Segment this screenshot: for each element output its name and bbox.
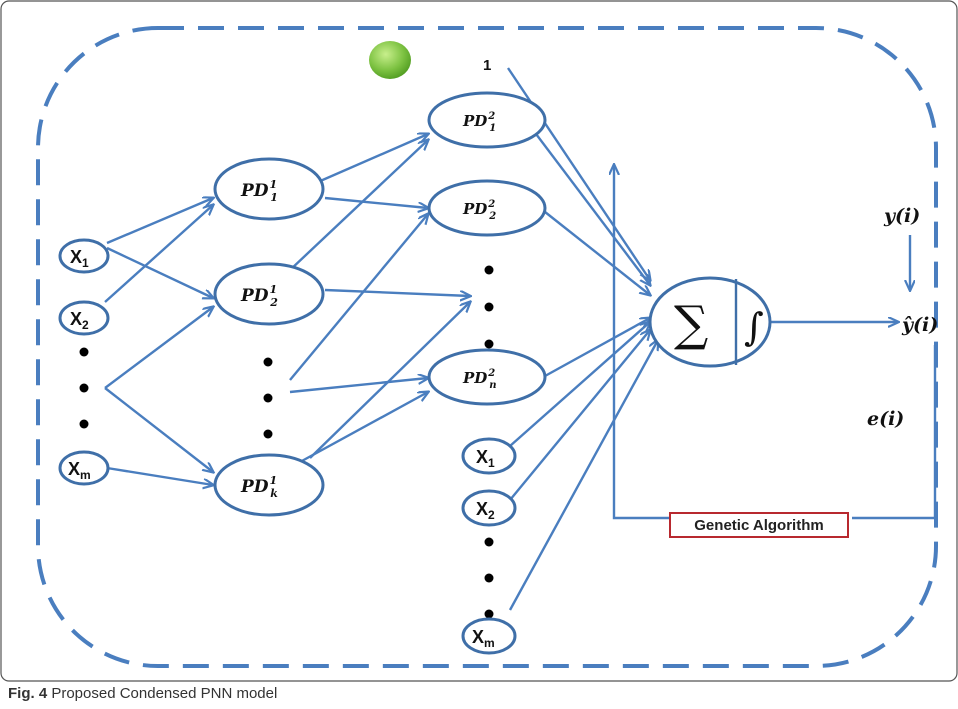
bias-label: 1 — [483, 57, 491, 74]
ellipsis-dots — [79, 265, 494, 619]
integral-symbol: ∫ — [744, 305, 764, 349]
right-input-nodes — [461, 437, 517, 655]
input-node-x2 — [58, 300, 110, 336]
figure-caption: Fig. 4 Proposed Condensed PNN model — [8, 685, 277, 702]
pd-layer1-node-2 — [213, 262, 325, 326]
input-node-x1 — [58, 238, 110, 274]
error-label: e(i) — [867, 408, 904, 430]
input-label-x1: X1 — [70, 247, 89, 270]
caption-label: Fig. 4 — [8, 685, 48, 702]
input-label-x2: X2 — [70, 309, 89, 332]
figure-frame — [0, 0, 958, 682]
pd-layer2-node-2 — [427, 179, 547, 237]
genetic-algorithm-box: Genetic Algorithm — [669, 512, 849, 538]
genetic-algorithm-label: Genetic Algorithm — [694, 516, 824, 534]
input-right-label-x1: X1 — [476, 447, 495, 470]
pd-layer1-node-k — [213, 453, 325, 517]
input-right-label-x2: X2 — [476, 499, 495, 522]
input-node-right-x1 — [461, 437, 517, 475]
summation-node — [648, 276, 772, 368]
layer1-nodes — [213, 157, 325, 517]
layer2-nodes — [427, 91, 547, 406]
input-node-xm — [58, 450, 110, 486]
pd-layer2-node-1 — [427, 91, 547, 149]
pd-layer2-node-n — [427, 348, 547, 406]
pd-layer1-node-1 — [213, 157, 325, 221]
input-node-right-x2 — [461, 489, 517, 527]
target-output-label: y(i) — [883, 205, 920, 227]
sum-symbol: ∑ — [674, 296, 708, 352]
input-right-label-xm: Xm — [472, 627, 495, 650]
estimated-output-label: ŷ(i) — [901, 314, 938, 336]
green-dot-icon — [369, 41, 411, 79]
caption-text: Proposed Condensed PNN model — [51, 685, 278, 702]
input-label-xm: Xm — [68, 459, 91, 482]
input-node-right-xm — [461, 617, 517, 655]
left-input-nodes — [58, 238, 110, 486]
